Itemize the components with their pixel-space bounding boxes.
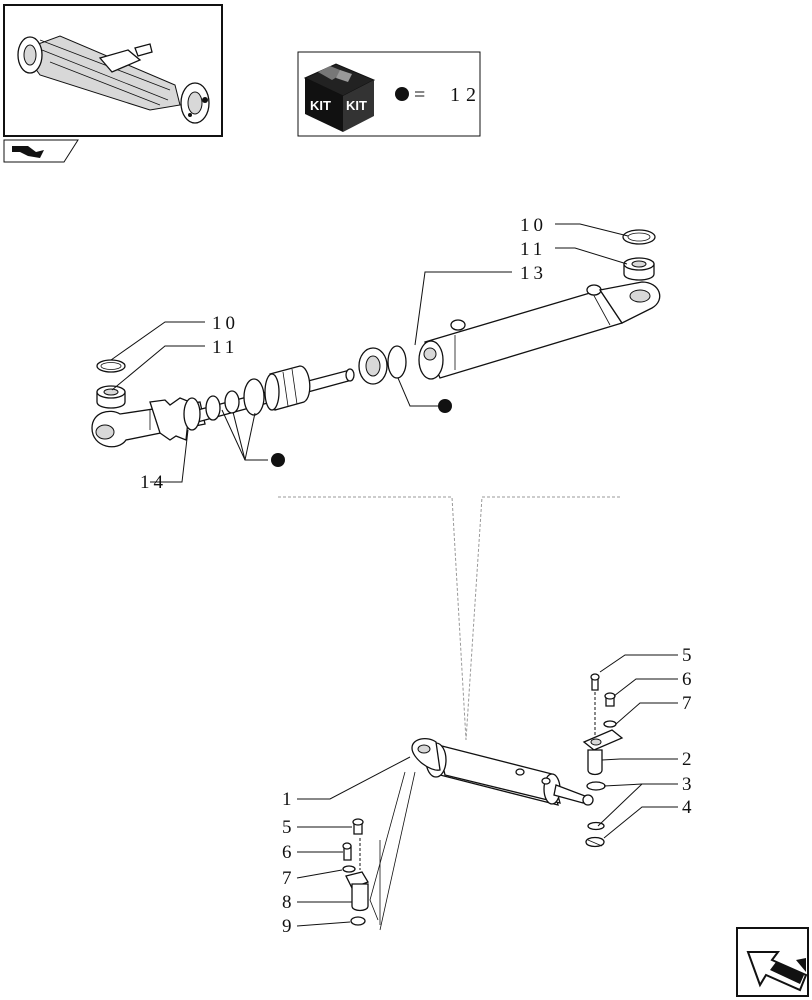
upper-leader-lines (110, 223, 629, 483)
explosion-guide-lines (278, 496, 620, 741)
callout-10-top: 10 (520, 215, 547, 236)
callout-2: 2 (682, 749, 696, 770)
callout-7-left: 7 (282, 868, 296, 889)
kit-word-right: KIT (346, 98, 367, 113)
callout-5-left: 5 (282, 817, 296, 838)
kit-word-left: KIT (310, 98, 331, 113)
bushing-right (623, 257, 655, 281)
kit-value: 12 (450, 84, 482, 106)
callout-3: 3 (682, 774, 696, 795)
callout-6-left: 6 (282, 842, 296, 863)
front-axle-assembly-thumbnail[interactable] (3, 4, 223, 137)
callout-11-top: 11 (520, 239, 546, 260)
lower-leader-lines (296, 654, 678, 931)
right-pin-hardware (582, 673, 624, 848)
o-ring-b (243, 378, 265, 416)
callout-10-left: 10 (212, 313, 239, 334)
kit-bullet-icon (395, 87, 409, 101)
previous-page-icon[interactable] (3, 139, 79, 163)
piston (264, 365, 311, 411)
kit-box-icon: KIT KIT (303, 63, 376, 132)
assembled-cylinder (411, 737, 594, 806)
o-ring-a (183, 397, 201, 431)
kit-marker-seals (271, 453, 285, 467)
callout-7-right: 7 (682, 693, 696, 714)
next-page-arrow-icon[interactable] (736, 927, 809, 997)
callout-5-right: 5 (682, 645, 696, 666)
rod-seal (224, 390, 240, 414)
callout-6-right: 6 (682, 669, 696, 690)
callout-1: 1 (282, 789, 296, 810)
bushing-left (96, 385, 126, 409)
cylinder-barrel (418, 281, 661, 380)
piston-o-ring (387, 345, 407, 379)
upper-exploded-cylinder (91, 229, 661, 448)
left-pin-hardware (342, 818, 381, 926)
callout-9: 9 (282, 916, 296, 937)
snap-ring-right (622, 229, 656, 245)
callout-14: 14 (140, 472, 167, 493)
wiper-seal (205, 395, 221, 421)
kit-equals: = (414, 84, 431, 106)
kit-marker-piston-seal (438, 399, 452, 413)
kit-legend-box: KIT KIT = 12 (297, 51, 482, 137)
callout-11-left: 11 (212, 337, 238, 358)
piston-seal (358, 347, 388, 385)
callout-4: 4 (682, 797, 696, 818)
callout-8: 8 (282, 892, 296, 913)
callout-13: 13 (520, 263, 547, 284)
